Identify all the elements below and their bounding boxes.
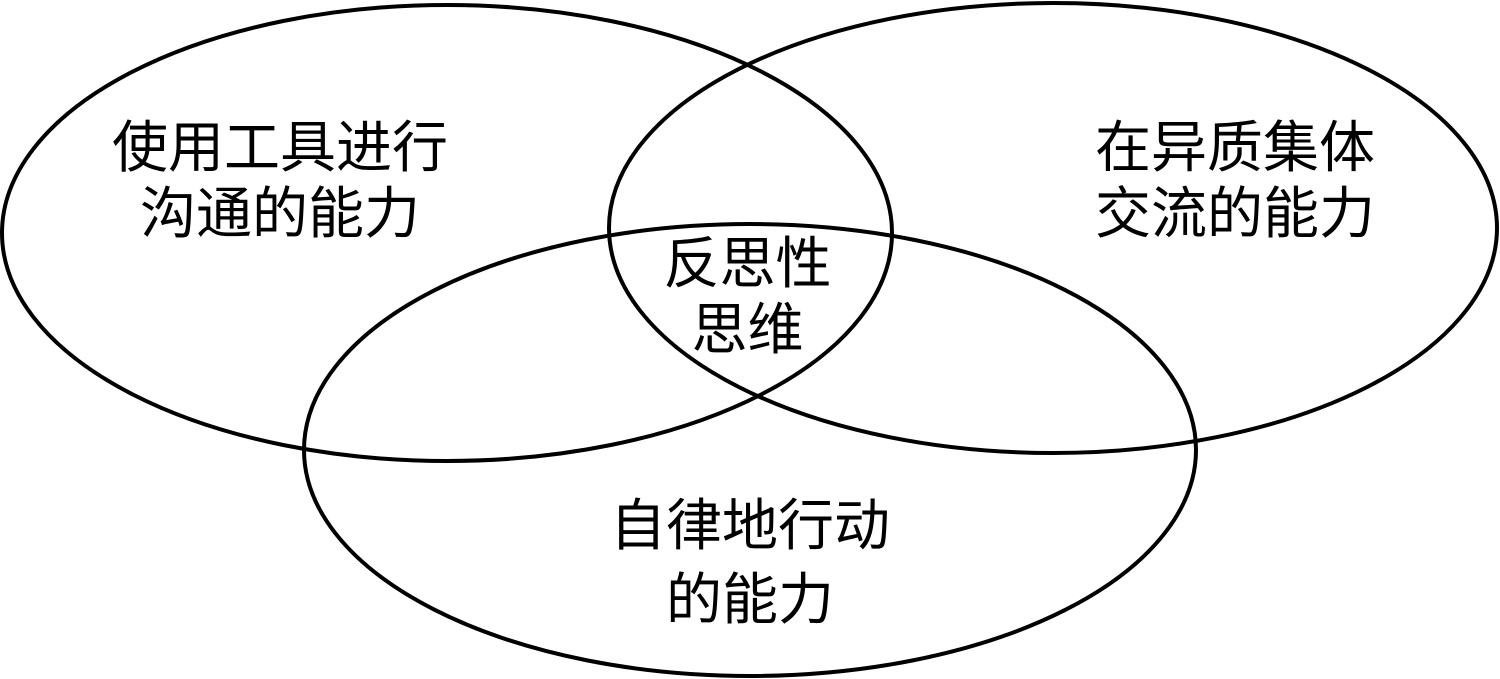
label-left: 使用工具进行 沟通的能力 [90,116,470,248]
ellipse-left [0,3,894,463]
label-bottom-line-2: 的能力 [666,568,834,633]
label-bottom-line-1: 自律地行动 [610,494,890,559]
label-right-line-1: 在异质集体 [1095,116,1375,181]
label-center-line-2: 思维 [691,298,804,363]
label-right: 在异质集体 交流的能力 [1075,116,1395,248]
ellipse-right [607,1,1499,455]
label-center: 反思性 思维 [640,232,855,364]
label-left-line-1: 使用工具进行 [112,116,448,181]
label-left-line-2: 沟通的能力 [140,182,420,247]
label-right-line-2: 交流的能力 [1095,182,1375,247]
label-bottom: 自律地行动 的能力 [590,490,910,638]
ellipse-bottom [302,222,1198,678]
label-center-line-1: 反思性 [663,232,832,297]
